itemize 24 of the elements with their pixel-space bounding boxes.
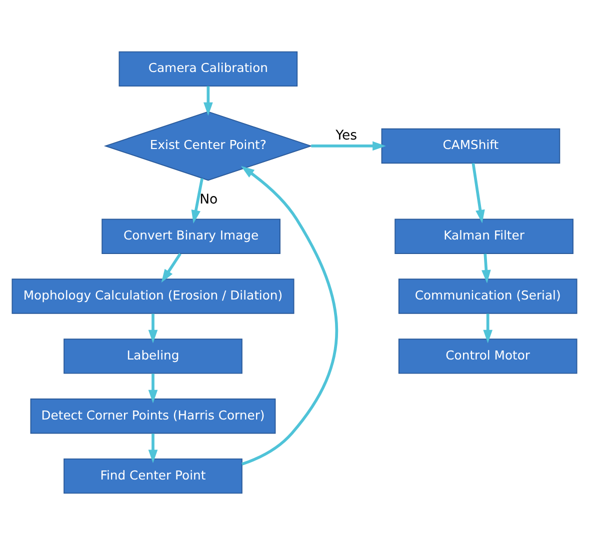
node-diamond: Exist Center Point? — [104, 110, 312, 180]
node-box: Mophology Calculation (Erosion / Dilation) — [12, 278, 294, 314]
node-box: Kalman Filter — [394, 218, 574, 254]
node-box: Labeling — [64, 338, 242, 374]
node-box: Convert Binary Image — [102, 218, 280, 254]
node-box: Camera Calibration — [118, 50, 298, 86]
arrow — [161, 252, 182, 282]
arrow — [148, 433, 158, 463]
arrow — [191, 178, 204, 223]
node-box: Control Motor — [398, 338, 578, 374]
arrow — [148, 313, 158, 343]
arrow — [472, 162, 485, 223]
node-box: Find Center Point — [64, 458, 242, 494]
arrow — [311, 140, 386, 150]
node-box: CAMShift — [381, 128, 560, 164]
arrow — [482, 253, 491, 283]
node-box: Detect Corner Points (Harris Corner) — [30, 398, 276, 434]
node-box: Communication (Serial) — [398, 278, 578, 314]
arrow — [483, 313, 493, 343]
edge-label: Yes — [336, 128, 358, 144]
arrow — [204, 86, 213, 116]
arrow — [241, 165, 338, 465]
arrow — [148, 373, 158, 403]
edge-label: No — [200, 192, 218, 207]
